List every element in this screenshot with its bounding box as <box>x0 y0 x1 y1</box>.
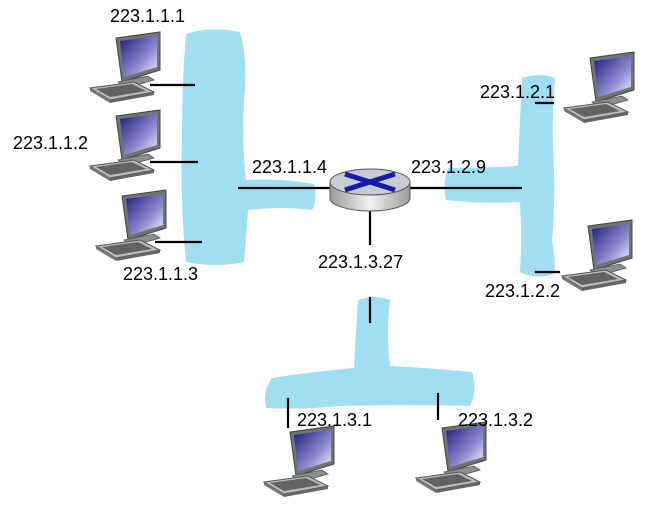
computer-icon-223-1-3-2 <box>415 421 487 494</box>
computer-icon-223-1-2-2 <box>561 219 633 292</box>
computer-icon-223-1-1-2 <box>89 109 161 182</box>
router-interface-label-1: 223.1.1.4 <box>252 157 327 177</box>
router-icon <box>329 168 411 212</box>
computer-icon-223-1-1-1 <box>89 31 161 104</box>
host-label-223-1-1-2: 223.1.1.2 <box>13 133 88 153</box>
computer-icon-223-1-3-1 <box>263 425 335 498</box>
subnet-2-lan <box>444 75 555 277</box>
host-label-223-1-3-2: 223.1.3.2 <box>458 410 533 430</box>
host-label-223-1-3-1: 223.1.3.1 <box>297 410 372 430</box>
router-interface-label-3: 223.1.3.27 <box>318 252 403 272</box>
computer-icon-223-1-2-1 <box>563 51 635 124</box>
router-interface-label-2: 223.1.2.9 <box>411 157 486 177</box>
host-label-223-1-2-2: 223.1.2.2 <box>485 281 560 301</box>
host-label-223-1-2-1: 223.1.2.1 <box>480 82 555 102</box>
host-label-223-1-1-3: 223.1.1.3 <box>123 264 198 284</box>
subnet-1-lan <box>181 29 316 265</box>
subnet-3-lan <box>264 297 475 409</box>
computer-icon-223-1-1-3 <box>95 189 167 262</box>
host-label-223-1-1-1: 223.1.1.1 <box>110 6 185 26</box>
